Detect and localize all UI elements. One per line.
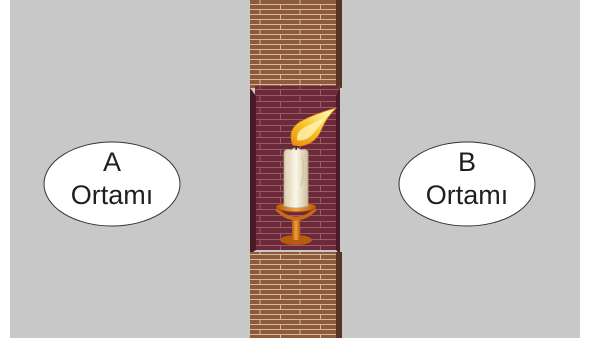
wall-bottom	[250, 252, 342, 338]
wall-top	[250, 0, 342, 88]
environment-b-letter: B	[458, 147, 476, 177]
environment-b-label: B Ortamı	[399, 142, 535, 226]
environment-b-name: Ortamı	[426, 180, 509, 210]
environment-a-letter: A	[103, 147, 121, 177]
environment-a-label: A Ortamı	[44, 142, 180, 226]
environment-a-name: Ortamı	[71, 180, 154, 210]
candle-icon	[284, 141, 308, 208]
